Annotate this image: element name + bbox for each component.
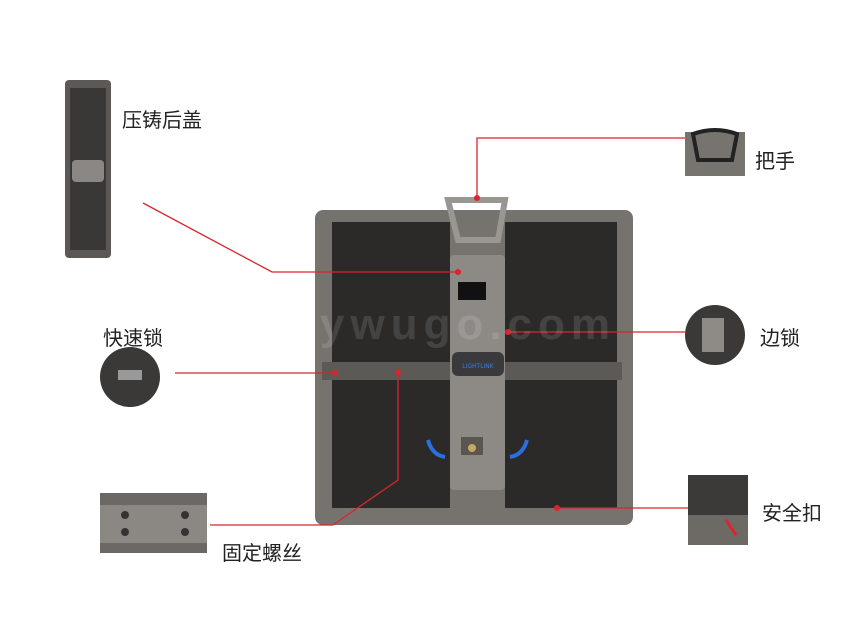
watermark: ywugo.com: [320, 300, 617, 349]
label-back-cover: 压铸后盖: [122, 108, 202, 132]
label-side-lock: 边锁: [760, 326, 800, 350]
callout-lines: [142, 137, 688, 526]
fixing-screw-thumbnail: [100, 493, 207, 553]
callout-dots: [332, 195, 560, 511]
handle-thumbnail: [685, 128, 745, 176]
safety-buckle-thumbnail: [688, 475, 748, 545]
label-fixing-screw: 固定螺丝: [222, 541, 302, 565]
back-cover-thumbnail: [65, 80, 111, 258]
side-lock-thumbnail: [685, 305, 745, 365]
svg-text:LIGHTLINK: LIGHTLINK: [462, 363, 495, 370]
label-handle: 把手: [755, 149, 795, 173]
label-safety-buckle: 安全扣: [762, 501, 822, 525]
quick-lock-thumbnail: [100, 347, 160, 407]
led-cabinet-rear: LIGHTLINK: [315, 197, 633, 525]
label-quick-lock: 快速锁: [103, 326, 163, 350]
